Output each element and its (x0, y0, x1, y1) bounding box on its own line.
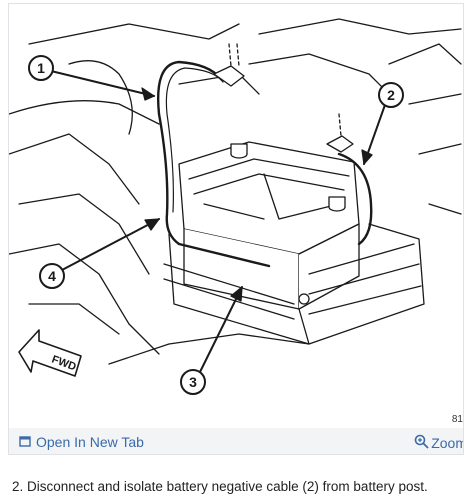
svg-text:3: 3 (189, 374, 197, 390)
svg-text:2: 2 (387, 87, 395, 103)
figure-number: 81 (451, 414, 463, 425)
zoom-button[interactable]: Zoom (414, 434, 464, 452)
svg-text:4: 4 (48, 268, 56, 284)
callout-2: 2 (378, 82, 404, 108)
image-toolbar: Open In New Tab Zoom (9, 428, 464, 454)
magnifier-plus-icon (414, 434, 429, 452)
callout-4: 4 (39, 263, 65, 289)
step-caption: 2. Disconnect and isolate battery negati… (12, 479, 428, 494)
svg-text:1: 1 (37, 60, 45, 76)
battery-illustration: 1 2 3 4 FWD 81 (9, 4, 463, 428)
callout-1: 1 (28, 55, 54, 81)
image-viewer-card: 1 2 3 4 FWD 81 (8, 3, 464, 455)
open-in-new-tab-label: Open In New Tab (36, 434, 144, 450)
callout-3: 3 (180, 369, 206, 395)
open-in-new-tab-link[interactable]: Open In New Tab (19, 434, 144, 450)
zoom-label: Zoom (431, 435, 464, 451)
external-window-icon (19, 434, 31, 450)
